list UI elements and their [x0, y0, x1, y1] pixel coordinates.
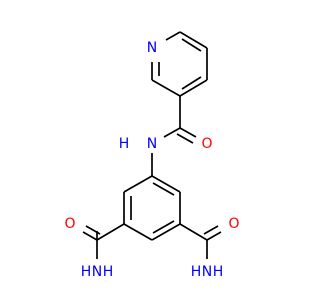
bond-benz-to-right-carbonyl [179, 223, 208, 241]
bond-group [82, 31, 222, 259]
bond-left-carbonyl-o-2 [85, 225, 101, 235]
atom-right-h2: H [213, 264, 224, 280]
bond-pyr-c2-n1 [165, 31, 181, 41]
bond-benz-to-left-carbonyl [96, 223, 125, 241]
bond-benz-br-bottom-inner [152, 220, 175, 234]
atom-amide-o: O [201, 136, 212, 152]
bond-pyr-c2-c3 [179, 31, 208, 49]
bond-carbonyl-o-1 [179, 127, 197, 138]
bond-benz-top-tr-inner [152, 182, 175, 196]
atom-right-o: O [228, 216, 239, 232]
atom-right-h1: H [191, 264, 202, 280]
atom-left-o: O [64, 216, 75, 232]
bond-pyr-c4-c5 [179, 79, 208, 97]
bond-pyr-c5-c6 [151, 79, 181, 97]
atom-right-n: N [202, 264, 212, 280]
bond-left-carbonyl-o-1b [82, 231, 98, 241]
atom-left-h2: H [103, 264, 114, 280]
atom-amide-n: N [147, 136, 157, 152]
bond-carbonyl-o-2 [176, 133, 194, 144]
atom-amide-h: H [119, 136, 130, 152]
atom-label-group: N H N O O H N H O H N H [64, 40, 239, 280]
atom-pyridine-n: N [147, 40, 157, 56]
molecule-structure: N H N O O H N H O H N H [64, 31, 240, 280]
bond-right-carbonyl-o-2 [203, 225, 219, 235]
bond-benz-top-tr [151, 175, 181, 193]
bond-pyr-c2-c3-inner [181, 38, 202, 52]
bond-carbonyl-nh [163, 127, 181, 138]
bond-right-carbonyl-o-1 [206, 231, 222, 241]
bond-benz-tl-top [123, 175, 153, 193]
bond-pyr-c4-c5-inner [181, 76, 202, 90]
bond-benz-bottom-bl [123, 223, 153, 241]
bond-benz-br-bottom [151, 223, 181, 241]
atom-left-h1: H [81, 264, 92, 280]
atom-left-n: N [92, 264, 102, 280]
